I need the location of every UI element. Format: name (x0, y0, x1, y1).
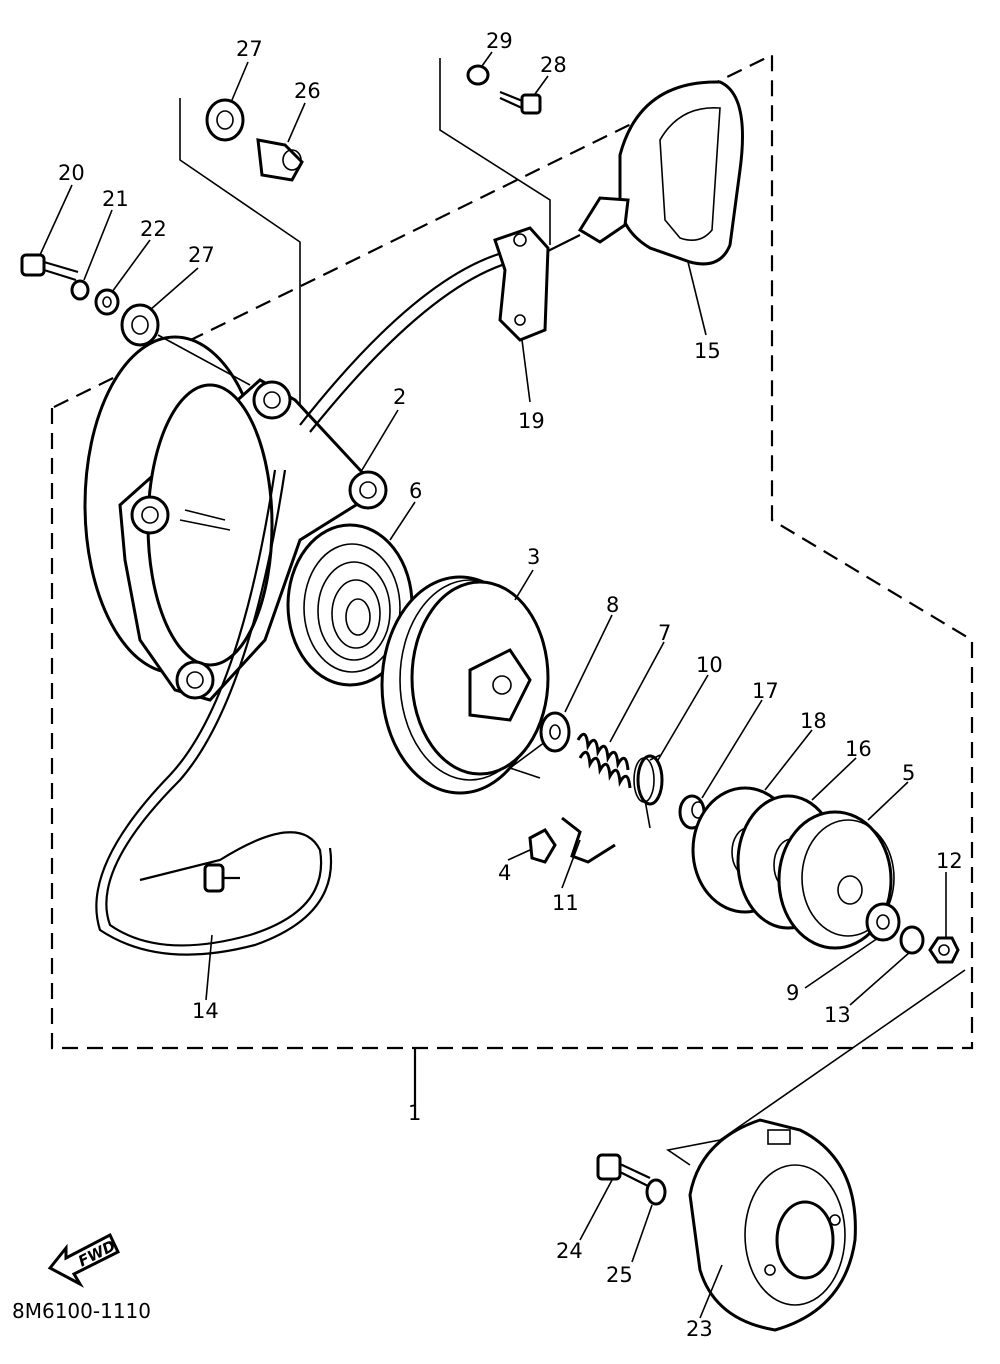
washer-8 (539, 711, 571, 753)
nut-29 (466, 64, 490, 86)
leader-lines (39, 51, 947, 1319)
washer-25 (645, 1178, 667, 1206)
label-part-11: 11 (552, 891, 579, 915)
drive-plate-5 (777, 810, 895, 950)
collar-27-top (205, 98, 245, 142)
label-part-3: 3 (527, 545, 540, 569)
cover-23 (688, 1118, 857, 1332)
pawl-spring-11 (561, 816, 616, 864)
label-part-10: 10 (696, 653, 723, 677)
label-part-26: 26 (294, 79, 321, 103)
starter-handle (539, 80, 744, 266)
assembly-boundary (50, 53, 974, 1120)
label-part-2: 2 (393, 385, 406, 409)
label-part-14: 14 (192, 999, 219, 1023)
label-part-20: 20 (58, 161, 85, 185)
bolt-28 (499, 90, 542, 115)
label-part-19: 19 (518, 409, 545, 433)
label-part-28: 28 (540, 53, 567, 77)
label-part-8: 8 (606, 593, 619, 617)
rope-drum (380, 575, 550, 795)
label-part-17: 17 (752, 679, 779, 703)
label-part-25: 25 (606, 1263, 633, 1287)
starter-case (83, 335, 388, 702)
lock-washer-13 (899, 925, 925, 955)
spiral-spring (286, 523, 414, 687)
label-part-22: 22 (140, 217, 167, 241)
label-part-13: 13 (824, 1003, 851, 1027)
nut-12 (928, 936, 960, 964)
label-part-27-top: 27 (236, 37, 263, 61)
label-part-4: 4 (498, 861, 511, 885)
label-part-29: 29 (486, 29, 513, 53)
group-brackets (179, 58, 966, 1166)
return-spring-10 (633, 754, 664, 829)
label-part-9: 9 (786, 981, 799, 1005)
label-part-15: 15 (694, 339, 721, 363)
rope-guide (493, 226, 550, 342)
label-part-1: 1 (408, 1101, 421, 1125)
fwd-arrow: FWD (47, 1232, 120, 1288)
label-part-12: 12 (936, 849, 963, 873)
label-part-5: 5 (902, 761, 915, 785)
label-part-7: 7 (658, 621, 671, 645)
bushing-26 (256, 138, 304, 182)
bolt-24 (596, 1153, 651, 1187)
bolt-20 (20, 253, 79, 282)
label-part-23: 23 (686, 1317, 713, 1341)
coil-spring-7 (576, 732, 632, 789)
washer-21 (70, 279, 90, 301)
label-part-16: 16 (845, 737, 872, 761)
label-part-27-side: 27 (188, 243, 215, 267)
washer-22 (94, 288, 120, 316)
part-labels: 27 26 29 28 20 21 22 27 15 19 2 6 3 8 7 … (58, 29, 963, 1341)
collar-27-side (120, 303, 251, 386)
pawl-4 (528, 828, 557, 864)
label-part-6: 6 (409, 479, 422, 503)
drawing-code: 8M6100-1110 (12, 1299, 151, 1323)
washer-9 (865, 902, 901, 942)
label-part-18: 18 (800, 709, 827, 733)
label-part-24: 24 (556, 1239, 583, 1263)
label-part-21: 21 (102, 187, 129, 211)
